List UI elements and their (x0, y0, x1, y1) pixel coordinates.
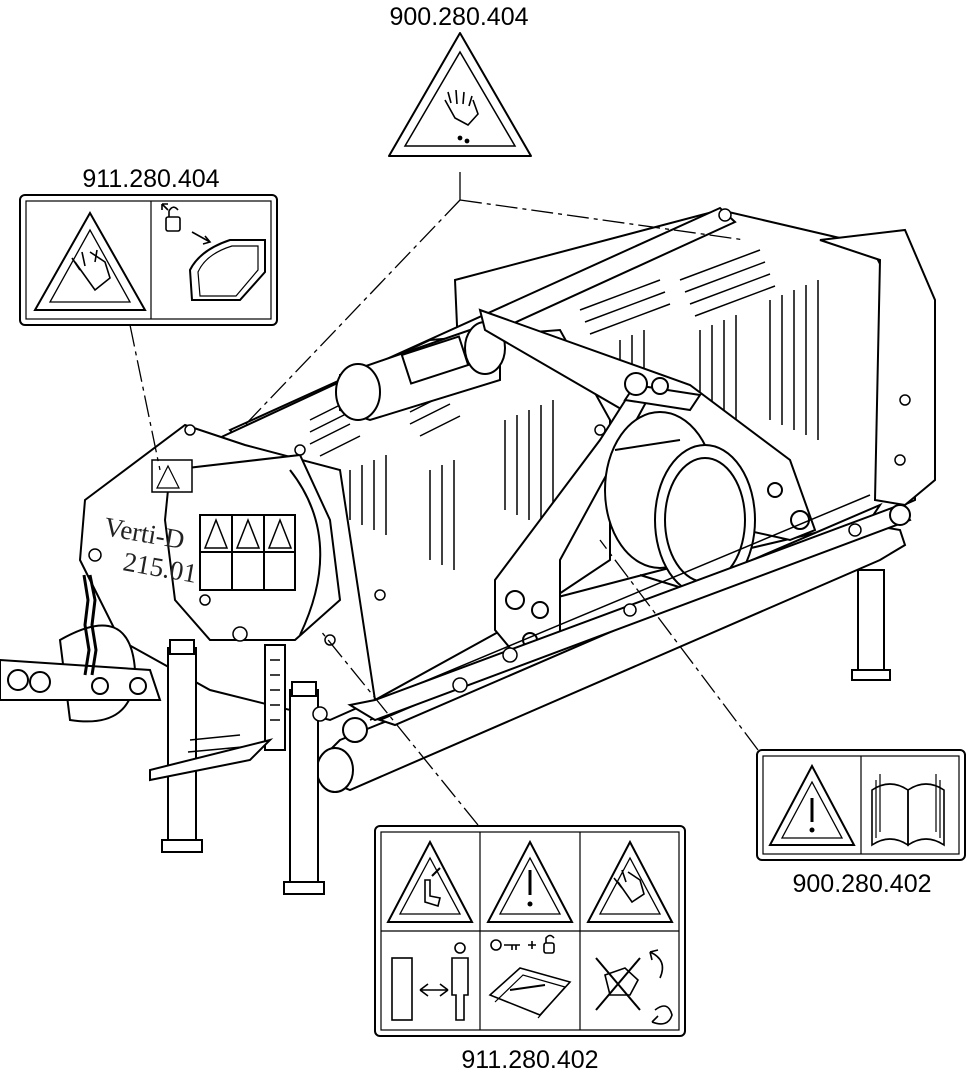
hand-entanglement-icon (586, 839, 674, 923)
hitch-pin-left (505, 590, 525, 610)
maintenance-manual-icon (488, 934, 572, 1019)
side-decal (151, 459, 193, 493)
foot-crush-icon (386, 839, 474, 923)
cylinder-decal (400, 335, 470, 385)
decal-top (388, 32, 532, 157)
gear-cover-round (289, 469, 322, 636)
height-adjuster (264, 644, 286, 751)
rear-end-cap (819, 228, 936, 507)
hand-entanglement-icon (33, 210, 147, 311)
roller-end (316, 747, 354, 793)
leader-top-left (244, 199, 461, 426)
leader-right (599, 539, 759, 751)
cylinder-end-left (335, 363, 381, 421)
unlock-cover-icon (161, 203, 266, 301)
label-top: 900.280.404 (389, 3, 528, 31)
decal-right (756, 749, 966, 861)
hand-hazard-icon (444, 89, 479, 144)
leader-left (129, 324, 161, 471)
warning-exclamation-icon (768, 763, 856, 846)
label-left: 911.280.404 (82, 165, 219, 193)
label-bottom: 911.280.402 (461, 1046, 598, 1074)
keep-distance-icon (391, 942, 469, 1021)
parking-stands (161, 569, 891, 895)
bolts (88, 208, 911, 722)
leader-bottom (319, 629, 479, 826)
hitch-pin-top (624, 372, 648, 396)
leader-lines (129, 199, 759, 826)
leader-top-right (459, 199, 746, 241)
operator-manual-icon (871, 774, 945, 847)
chain (82, 574, 98, 676)
label-right: 900.280.402 (792, 870, 931, 898)
warning-exclamation-icon (486, 839, 574, 923)
decal-bottom (374, 825, 686, 1037)
vent-slots-rear (579, 249, 819, 445)
no-hands-rotating-icon (595, 949, 673, 1025)
decal-left (19, 194, 278, 326)
machine-drawing (0, 206, 936, 895)
